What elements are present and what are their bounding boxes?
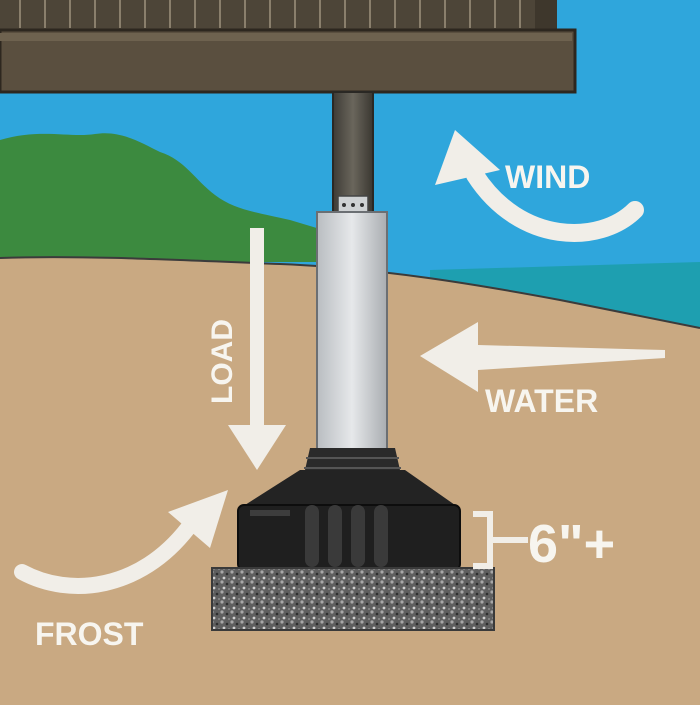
frost-arrow [14,490,228,594]
water-arrow [420,322,665,392]
railing-balusters [19,0,521,28]
bracket-bolts [342,203,364,207]
footing-cone [245,470,455,505]
wind-label: WIND [505,159,590,195]
frost-label: FROST [35,616,144,652]
hills [0,133,330,262]
footing-rings [304,457,401,469]
water-label: WATER [485,383,598,419]
deck-corner-post [535,0,557,36]
deck [0,0,577,94]
load-arrow [228,228,286,470]
deck-beam-highlight [0,33,572,41]
footing-ribs [305,505,388,567]
deck-railing [0,0,555,30]
footing-highlight [250,510,290,516]
load-label: LOAD [206,319,239,404]
wind-arrow [435,130,644,242]
pier-sleeve [316,211,388,453]
depth-label: 6"+ [528,514,615,574]
gravel-pad [211,567,495,631]
depth-bracket [473,511,528,569]
